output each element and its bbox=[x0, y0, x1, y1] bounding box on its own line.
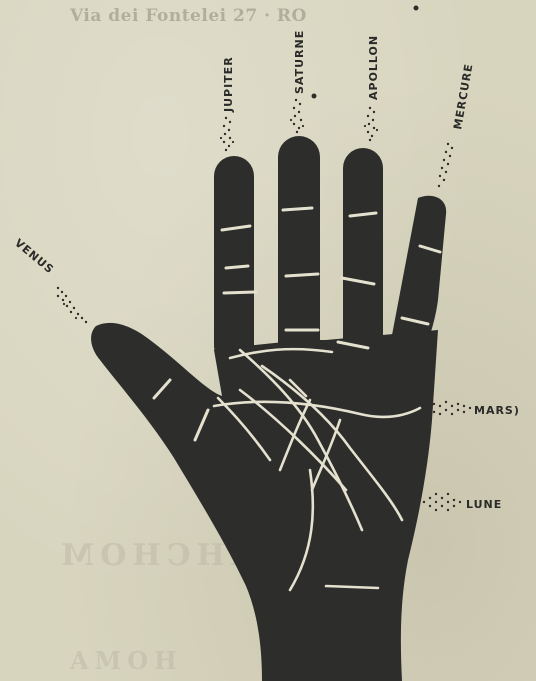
ink-speck bbox=[414, 6, 419, 11]
label-mercure: MERCURE bbox=[451, 62, 475, 130]
label-saturne: SATURNE bbox=[293, 30, 306, 94]
lune-dots bbox=[423, 493, 461, 511]
mercure-dots bbox=[438, 143, 453, 187]
label-lune: LUNE bbox=[466, 498, 502, 511]
label-mars: MARS) bbox=[474, 404, 520, 417]
ink-speck bbox=[312, 94, 317, 99]
mars-dots bbox=[427, 401, 471, 415]
label-jupiter: JUPITER bbox=[222, 56, 235, 113]
apollon-dots bbox=[364, 107, 378, 141]
venus-dots bbox=[57, 287, 87, 323]
saturne-dots bbox=[290, 99, 304, 133]
label-apollon: APOLLON bbox=[367, 35, 380, 100]
hand-silhouette bbox=[91, 136, 446, 681]
jupiter-dots bbox=[220, 117, 234, 151]
label-venus: VENUS bbox=[12, 236, 56, 276]
